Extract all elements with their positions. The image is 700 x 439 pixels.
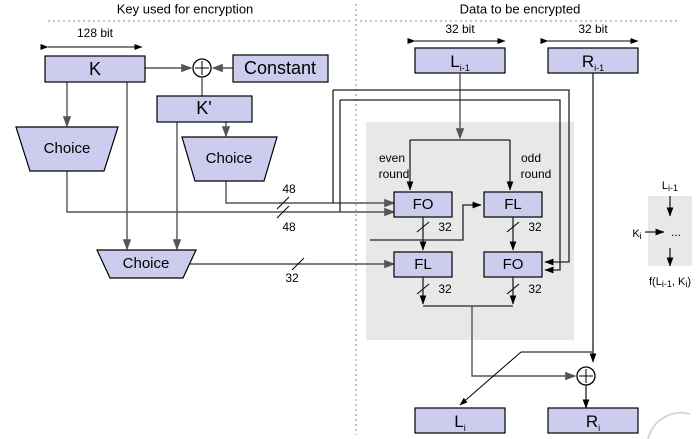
legend-key-text: Ki [632, 228, 641, 241]
choice-bottom-label: Choice [123, 255, 170, 272]
bus-markers-key: 48 48 32 [276, 182, 305, 285]
label-odd-round-1: odd [521, 151, 541, 165]
wire-diagonal-to-li [459, 351, 522, 406]
key-box-k[interactable]: K [44, 55, 146, 83]
choice-top-right-label: Choice [206, 150, 253, 167]
output-box-r-text: Ri [586, 412, 600, 433]
xor-gate-key [192, 58, 212, 78]
legend-key-label: K [632, 228, 640, 240]
wire-round-output-to-xor [471, 306, 577, 381]
bus-label-32-even-top: 32 [438, 220, 452, 234]
legend-input-sub: i-1 [668, 183, 678, 193]
dimension-32bit-right: 32 bit [540, 22, 639, 44]
legend-output-suffix: ) [687, 276, 691, 288]
legend-body-label: ... [671, 225, 681, 239]
output-box-l[interactable]: Li [414, 407, 506, 434]
block-fl-even-bottom-label: FL [414, 256, 432, 273]
bus-label-32-key: 32 [285, 271, 299, 285]
input-box-l-label: L [450, 52, 459, 71]
corner-arc-artifact [647, 411, 691, 439]
label-odd-round-2: round [521, 167, 552, 181]
bus-label-32-even-bottom: 32 [438, 282, 452, 296]
input-box-r[interactable]: Ri-1 [547, 47, 639, 74]
round-region-background [366, 122, 574, 340]
legend: Li-1 Ki ... f(Li-1, Ki) [632, 180, 692, 289]
key-box-kprime-label: K' [196, 98, 211, 118]
section-title-key: Key used for encryption [117, 1, 254, 16]
block-fo-even-top[interactable]: FO [393, 191, 453, 218]
block-fl-odd-top-label: FL [504, 196, 522, 213]
legend-output-mid: , K [672, 276, 686, 288]
bus-label-48-lower: 48 [282, 220, 296, 234]
input-box-l[interactable]: Li-1 [414, 47, 506, 74]
block-fl-even-bottom[interactable]: FL [393, 251, 453, 278]
input-box-l-text: Li-1 [450, 52, 469, 73]
key-box-constant-label: Constant [244, 58, 316, 78]
input-box-r-label: R [582, 52, 594, 71]
bus-label-32-odd-top: 32 [528, 220, 542, 234]
legend-input-text: Li-1 [662, 180, 678, 193]
dimension-128bit: 128 bit [40, 26, 143, 50]
bus-markers-round: 32 32 32 32 [416, 220, 542, 296]
choice-bottom[interactable]: Choice [96, 249, 197, 279]
wire-feedback-outer [333, 89, 570, 266]
legend-output-prefix: f(L [649, 276, 662, 288]
wire-feedback-inner [340, 99, 561, 274]
legend-key-sub: i [640, 231, 642, 241]
block-fo-odd-bottom-label: FO [503, 256, 524, 273]
key-box-constant[interactable]: Constant [232, 54, 329, 83]
key-wires [62, 63, 396, 269]
dimension-32bit-left: 32 bit [407, 22, 506, 44]
xor-gate-output [576, 366, 596, 386]
key-box-kprime[interactable]: K' [156, 95, 253, 123]
choice-top-right[interactable]: Choice [181, 136, 278, 182]
output-box-r[interactable]: Ri [547, 407, 639, 434]
output-box-l-label: L [454, 412, 463, 431]
output-box-l-text: Li [454, 412, 465, 433]
choice-top-left-label: Choice [44, 140, 91, 157]
block-fl-odd-top[interactable]: FL [483, 191, 543, 218]
output-box-r-label: R [586, 412, 598, 431]
label-even-round-1: even [379, 151, 405, 165]
input-box-r-sub: i-1 [594, 63, 604, 73]
bus-label-32-odd-bottom: 32 [528, 282, 542, 296]
key-box-k-label: K [89, 59, 101, 79]
output-box-l-sub: i [464, 423, 466, 433]
legend-output-sub2: i [685, 279, 687, 289]
section-title-data: Data to be encrypted [460, 1, 581, 16]
block-fo-odd-bottom[interactable]: FO [483, 251, 543, 278]
legend-input-label: L [662, 180, 668, 192]
output-box-r-sub: i [598, 423, 600, 433]
input-box-l-sub: i-1 [460, 63, 470, 73]
legend-output-text: f(Li-1, Ki) [649, 276, 691, 289]
dimension-32bit-left-label: 32 bit [445, 22, 475, 36]
label-even-round-2: round [379, 167, 410, 181]
bus-label-48-upper: 48 [282, 182, 296, 196]
block-fo-even-top-label: FO [413, 196, 434, 213]
wire-elbow-to-fl-odd-top [370, 201, 482, 241]
dimension-32bit-right-label: 32 bit [578, 22, 608, 36]
choice-top-left[interactable]: Choice [15, 126, 119, 172]
input-box-r-text: Ri-1 [582, 52, 604, 73]
dimension-128bit-label: 128 bit [77, 26, 114, 40]
legend-output-sub1: i-1 [662, 279, 672, 289]
